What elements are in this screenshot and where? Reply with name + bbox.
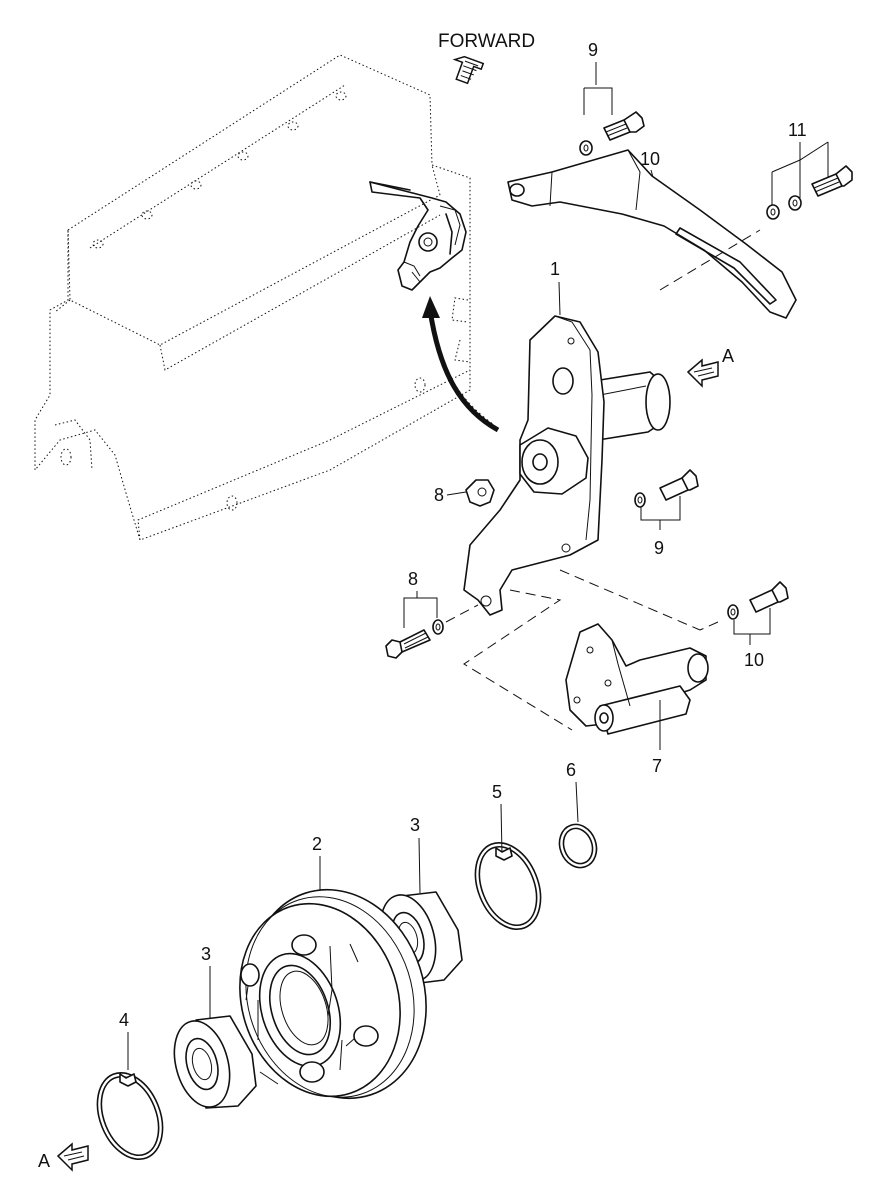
callout-4-right: 5 bbox=[492, 782, 502, 802]
part-1-mounting-bracket: 1 A bbox=[463, 259, 734, 616]
part-8-right-bolt: 9 bbox=[634, 469, 699, 558]
curved-arrow-icon bbox=[422, 296, 500, 433]
callout-2: 2 bbox=[312, 834, 322, 854]
callout-11: 11 bbox=[788, 120, 807, 140]
callout-5: 6 bbox=[566, 760, 576, 780]
part-4-circlip-right: 5 bbox=[474, 782, 542, 931]
part-6-clip: 8 bbox=[434, 479, 495, 507]
view-a-bottom-arrow-icon bbox=[56, 1142, 89, 1172]
callout-7: 7 bbox=[652, 756, 662, 776]
callout-8-right: 9 bbox=[654, 538, 664, 558]
view-a-arrow-icon bbox=[686, 358, 719, 388]
engine-block bbox=[34, 54, 471, 541]
callout-3-right: 3 bbox=[410, 815, 420, 835]
callout-9-bottom: 10 bbox=[744, 650, 764, 670]
part-9-top-bolt: 9 bbox=[579, 40, 645, 156]
part-11-bolt-set: 11 bbox=[766, 120, 853, 220]
callout-8-left: 8 bbox=[408, 569, 418, 589]
part-5-snap-ring: 6 bbox=[558, 760, 598, 869]
callout-10: 10 bbox=[640, 149, 660, 169]
part-10-adjusting-strap: 10 bbox=[507, 149, 797, 319]
callout-9-top: 9 bbox=[588, 40, 598, 60]
part-2-pulley: 2 bbox=[239, 834, 427, 1100]
governor-linkage bbox=[369, 181, 467, 291]
part-8-left-bolt: 8 bbox=[385, 569, 479, 659]
part-4-circlip-left: 4 bbox=[96, 1010, 164, 1161]
part-9-bottom-bolt: 10 bbox=[727, 581, 789, 670]
alignment-lines bbox=[463, 569, 719, 731]
forward-arrow-icon bbox=[452, 55, 485, 85]
callout-6: 8 bbox=[434, 485, 444, 505]
part-7-tensioner-arm: 7 bbox=[565, 623, 709, 776]
view-a-label-top: A bbox=[722, 346, 734, 366]
part-3-bearing-left: 3 bbox=[173, 944, 257, 1109]
callout-3-left: 3 bbox=[201, 944, 211, 964]
view-a-label-bottom: A bbox=[38, 1151, 50, 1171]
forward-label: FORWARD bbox=[438, 31, 535, 52]
callout-1: 1 bbox=[550, 259, 560, 279]
callout-4-left: 4 bbox=[119, 1010, 129, 1030]
